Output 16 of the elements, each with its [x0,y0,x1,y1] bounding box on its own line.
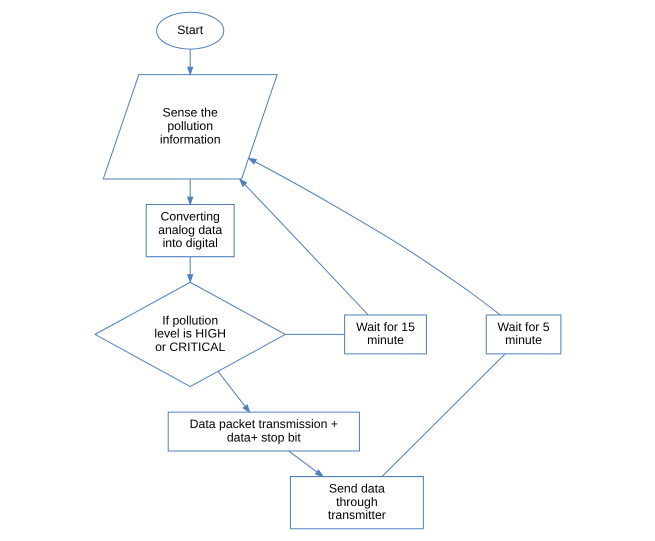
node-box: Wait for 5 minute [485,314,561,354]
connector [381,354,505,477]
arrow [186,179,193,206]
arrow [288,450,324,478]
connector [285,334,344,335]
arrow [186,49,193,76]
arrow [246,158,500,316]
arrow [186,256,193,284]
arrow [238,178,368,315]
node-ellipse: Start [156,12,224,50]
node-box: Converting analog data into digital [145,204,234,258]
node-box: Wait for 15 minute [344,314,426,354]
node-box: Data packet transmission + data+ stop bit [167,412,360,452]
arrow [217,371,250,414]
node-diamond: If pollution level is HIGH or CRITICAL [94,282,286,388]
node-box: Send data through transmitter [289,476,424,530]
